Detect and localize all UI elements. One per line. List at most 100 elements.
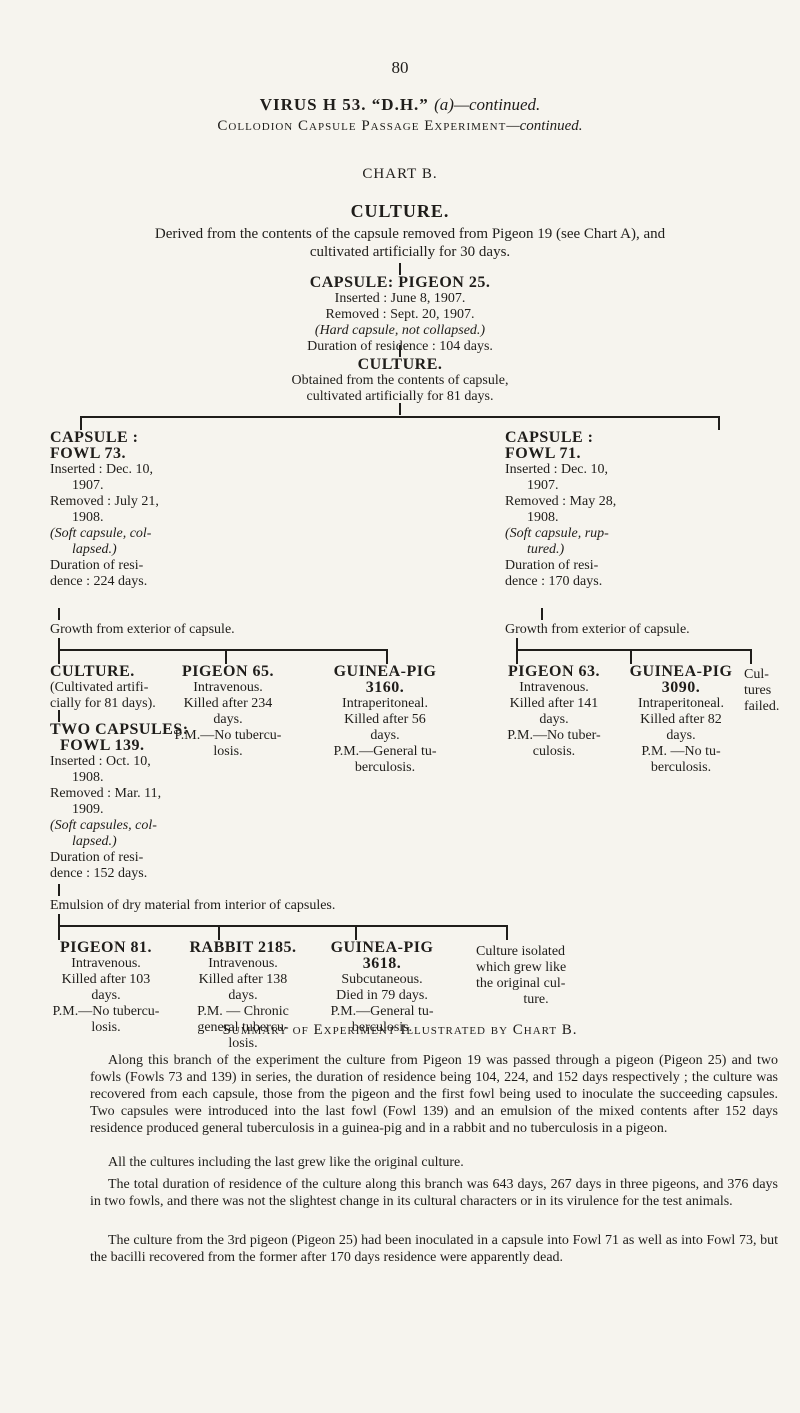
- animal-title: 3090.: [661, 679, 701, 696]
- capsule-note: tured.): [527, 542, 565, 557]
- culture-line: ture.: [523, 992, 549, 1007]
- animal-line: days.: [91, 988, 121, 1003]
- animal-title: PIGEON 63.: [507, 663, 601, 680]
- animal-line: Killed after 234: [183, 696, 273, 711]
- removed-date: Removed : Mar. 11,: [50, 786, 162, 801]
- capsule-note: (Soft capsules, col-: [50, 818, 157, 833]
- connector-line: [58, 638, 60, 664]
- animal-title: PIGEON 81.: [59, 939, 153, 956]
- page-number: 80: [391, 58, 409, 77]
- capsule-title: FOWL 71.: [505, 445, 582, 462]
- growth-text: Growth from exterior of capsule.: [50, 622, 235, 637]
- connector-line: [399, 263, 401, 275]
- inserted-date: Inserted : June 8, 1907.: [334, 291, 466, 306]
- animal-line: Subcutaneous.: [341, 972, 423, 987]
- connector-line: [218, 925, 220, 940]
- branch-line: [58, 925, 508, 927]
- animal-line: Killed after 141: [509, 696, 599, 711]
- capsule-title: TWO CAPSULES:: [50, 721, 189, 738]
- culture-line: the original cul-: [476, 976, 566, 991]
- connector-line: [80, 416, 82, 430]
- summary-heading: Summary of Experiment Illustrated by Cha…: [222, 1022, 578, 1038]
- capsule-note: lapsed.): [72, 542, 117, 557]
- culture-isolated: Culture isolated which grew like the ori…: [476, 944, 596, 1008]
- animal-line: P.M.—General tu-: [333, 744, 437, 759]
- title-main: VIRUS H 53. “D.H.”: [259, 95, 429, 114]
- subtitle-suffix: —continued.: [506, 118, 583, 134]
- derived-text: Derived from the contents of the capsule…: [154, 226, 666, 260]
- animal-title: GUINEA-PIG: [330, 939, 434, 956]
- capsule-note: (Soft capsule, col-: [50, 526, 152, 541]
- pigeon-81: PIGEON 81. Intravenous. Killed after 103…: [42, 940, 170, 1036]
- pigeon-65: PIGEON 65. Intravenous. Killed after 234…: [168, 664, 288, 760]
- animal-title: 3160.: [365, 679, 405, 696]
- connector-line: [399, 403, 401, 415]
- failed-line: failed.: [744, 699, 780, 714]
- animal-title: GUINEA-PIG: [333, 663, 437, 680]
- animal-title: 3618.: [362, 955, 402, 972]
- page-subtitle: Collodion Capsule Passage Experiment—con…: [0, 118, 800, 135]
- inserted-date: Inserted : Dec. 10,: [505, 462, 609, 477]
- capsule-title: FOWL 73.: [50, 445, 127, 462]
- animal-line: losis.: [91, 1020, 121, 1035]
- inserted-date: 1907.: [527, 478, 559, 493]
- pigeon-63: PIGEON 63. Intravenous. Killed after 141…: [494, 664, 614, 760]
- capsule-fowl-71: CAPSULE : FOWL 71. Inserted : Dec. 10, 1…: [505, 430, 725, 590]
- culture-cultivated: CULTURE. (Cultivated artifi- cially for …: [50, 664, 190, 712]
- capsule-fowl-73: CAPSULE : FOWL 73. Inserted : Dec. 10, 1…: [50, 430, 250, 590]
- animal-line: P.M.—No tuber-: [507, 728, 601, 743]
- capsule-fowl-139: TWO CAPSULES: FOWL 139. Inserted : Oct. …: [50, 722, 230, 882]
- cultures-failed: Cul- tures failed.: [744, 667, 794, 715]
- culture-line: which grew like: [476, 960, 567, 975]
- animal-line: P.M.—General tu-: [330, 1004, 434, 1019]
- summary-paragraph-1: Along this branch of the experiment the …: [90, 1053, 778, 1136]
- guinea-pig-3618: GUINEA-PIG 3618. Subcutaneous. Died in 7…: [312, 940, 452, 1036]
- subtitle-main: Collodion Capsule Passage Experiment: [217, 118, 507, 134]
- removed-date: Removed : July 21,: [50, 494, 159, 509]
- connector-line: [506, 925, 508, 940]
- chart-label: CHART B.: [362, 166, 438, 182]
- duration: dence : 152 days.: [50, 866, 148, 881]
- capsule-note: (Soft capsule, rup-: [505, 526, 609, 541]
- animal-line: berculosis.: [650, 760, 712, 775]
- animal-line: Intraperitoneal.: [638, 696, 724, 711]
- duration: dence : 170 days.: [505, 574, 603, 589]
- animal-line: P.M. — Chronic: [197, 1004, 289, 1019]
- duration: dence : 224 days.: [50, 574, 148, 589]
- connector-line: [516, 638, 518, 664]
- failed-line: Cul-: [744, 667, 769, 682]
- animal-line: Killed after 56: [344, 712, 426, 727]
- connector-line: [58, 608, 60, 620]
- connector-line: [58, 710, 60, 722]
- capsule-note: (Hard capsule, not collapsed.): [314, 323, 486, 338]
- animal-line: Intravenous.: [208, 956, 278, 971]
- animal-line: Killed after 138: [198, 972, 288, 987]
- capsule-title: CAPSULE :: [50, 429, 139, 446]
- animal-line: losis.: [213, 744, 243, 759]
- inserted-date: Inserted : Dec. 10,: [50, 462, 154, 477]
- culture-line: cially for 81 days).: [50, 696, 156, 711]
- animal-line: days.: [666, 728, 696, 743]
- connector-line: [541, 608, 543, 620]
- duration: Duration of resi-: [505, 558, 599, 573]
- branch-line: [58, 649, 388, 651]
- connector-line: [386, 649, 388, 664]
- connector-line: [58, 914, 60, 940]
- animal-line: Intravenous.: [71, 956, 141, 971]
- animal-line: days.: [228, 988, 258, 1003]
- culture-title: CULTURE.: [357, 356, 443, 373]
- animal-title: PIGEON 65.: [181, 663, 275, 680]
- title-suffix: (a)—continued.: [434, 95, 541, 114]
- animal-line: berculosis.: [351, 1020, 413, 1035]
- branch-line: [80, 416, 720, 418]
- inserted-date: 1907.: [72, 478, 104, 493]
- animal-line: days.: [213, 712, 243, 727]
- culture-line: Obtained from the contents of capsule,: [291, 373, 509, 388]
- guinea-pig-3090: GUINEA-PIG 3090. Intraperitoneal. Killed…: [622, 664, 740, 776]
- connector-line: [225, 649, 227, 664]
- animal-line: Intravenous.: [193, 680, 263, 695]
- capsule-note: lapsed.): [72, 834, 117, 849]
- animal-line: P.M.—No tubercu-: [174, 728, 282, 743]
- removed-date: Removed : Sept. 20, 1907.: [325, 307, 475, 322]
- connector-line: [399, 345, 401, 357]
